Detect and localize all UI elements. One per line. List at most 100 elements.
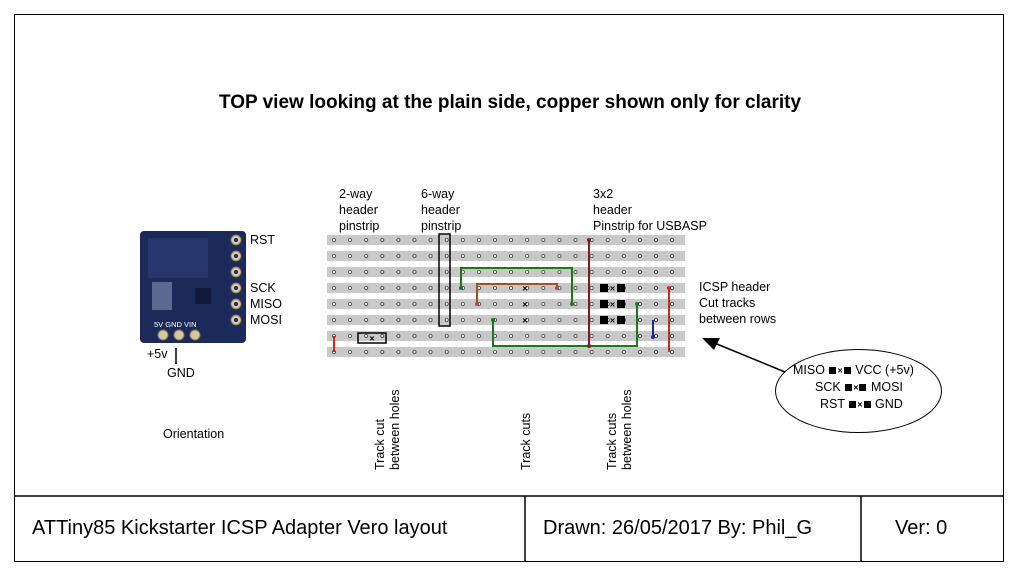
- strip-hole: [476, 253, 481, 258]
- strip-hole: [509, 237, 514, 242]
- strip-hole: [525, 237, 530, 242]
- strip-hole: [605, 269, 610, 274]
- icsp-header-pins: [600, 284, 625, 324]
- strip-hole: [492, 269, 497, 274]
- strip-hole: [621, 253, 626, 258]
- strip-hole: [573, 317, 578, 322]
- copper-strip: [327, 283, 685, 293]
- strip-hole: [396, 269, 401, 274]
- svg-text:×: ×: [522, 300, 527, 310]
- strip-hole: [380, 317, 385, 322]
- legend-arrow: [711, 341, 786, 373]
- strip-hole: [412, 237, 417, 242]
- strip-hole: [444, 285, 449, 290]
- strip-hole: [492, 285, 497, 290]
- strip-hole: [509, 269, 514, 274]
- strip-hole: [589, 333, 594, 338]
- strip-hole: [589, 269, 594, 274]
- strip-hole: [670, 269, 675, 274]
- strip-hole: [670, 333, 675, 338]
- title-block-version: Ver: 0: [895, 517, 948, 539]
- strip-hole: [348, 317, 353, 322]
- strip-hole: [557, 237, 562, 242]
- strip-hole: [525, 285, 530, 290]
- strip-hole: [605, 237, 610, 242]
- board-silkscreen: 5V GND VIN: [154, 320, 197, 329]
- strip-hole: [573, 333, 578, 338]
- label-miso: MISO: [250, 297, 282, 311]
- strip-hole: [557, 333, 562, 338]
- strip-hole: [557, 317, 562, 322]
- strip-hole: [670, 317, 675, 322]
- label-gnd: GND: [167, 366, 195, 380]
- stripboard: [327, 235, 685, 357]
- strip-hole: [460, 253, 465, 258]
- strip-hole: [637, 317, 642, 322]
- strip-hole: [509, 253, 514, 258]
- strip-hole: [412, 317, 417, 322]
- strip-hole: [637, 253, 642, 258]
- strip-hole: [428, 253, 433, 258]
- strip-hole: [509, 349, 514, 354]
- label-track-cuts-right: Track cuts between holes: [605, 389, 634, 470]
- strip-hole: [444, 333, 449, 338]
- board-bottom-pads: [157, 329, 201, 341]
- strip-hole: [525, 349, 530, 354]
- strip-hole: [654, 237, 659, 242]
- strip-hole: [444, 349, 449, 354]
- strip-hole: [331, 317, 336, 322]
- strip-hole: [670, 253, 675, 258]
- label-orientation: Orientation: [163, 427, 225, 441]
- strip-hole: [573, 237, 578, 242]
- six-way-header-outline: [438, 233, 451, 327]
- strip-hole: [460, 333, 465, 338]
- svg-text:×: ×: [369, 334, 374, 344]
- strip-hole: [428, 285, 433, 290]
- strip-hole: [396, 317, 401, 322]
- strip-hole: [589, 253, 594, 258]
- strip-hole: [637, 269, 642, 274]
- strip-hole: [525, 333, 530, 338]
- strip-hole: [460, 237, 465, 242]
- strip-hole: [654, 285, 659, 290]
- strip-hole: [364, 317, 369, 322]
- label-5v: +5v: [147, 347, 168, 361]
- track-cut-marks: ××× ××× ×: [369, 284, 615, 344]
- strip-hole: [380, 333, 385, 338]
- strip-hole: [364, 333, 369, 338]
- strip-hole: [364, 301, 369, 306]
- strip-hole: [621, 269, 626, 274]
- strip-hole: [573, 269, 578, 274]
- strip-hole: [637, 285, 642, 290]
- strip-hole: [621, 237, 626, 242]
- strip-hole: [380, 349, 385, 354]
- pinout-legend: [775, 349, 942, 433]
- strip-hole: [348, 253, 353, 258]
- strip-hole: [637, 237, 642, 242]
- strip-hole: [428, 333, 433, 338]
- strip-hole: [589, 285, 594, 290]
- strip-hole: [573, 253, 578, 258]
- strip-hole: [541, 269, 546, 274]
- strip-hole: [654, 269, 659, 274]
- strip-hole: [444, 317, 449, 322]
- strip-hole: [444, 253, 449, 258]
- strip-hole: [364, 285, 369, 290]
- drawing-title: TOP view looking at the plain side, copp…: [218, 92, 802, 113]
- strip-hole: [348, 333, 353, 338]
- strip-hole: [589, 349, 594, 354]
- strip-hole: [476, 237, 481, 242]
- strip-hole: [557, 301, 562, 306]
- strip-hole: [396, 333, 401, 338]
- strip-hole: [396, 349, 401, 354]
- strip-hole: [605, 333, 610, 338]
- copper-strip: [327, 235, 685, 245]
- strip-hole: [412, 253, 417, 258]
- legend-arrowhead: [702, 338, 720, 350]
- strip-hole: [541, 301, 546, 306]
- svg-text:×: ×: [522, 284, 527, 294]
- svg-text:×: ×: [610, 316, 615, 326]
- strip-hole: [573, 301, 578, 306]
- wire-sck: [460, 267, 573, 304]
